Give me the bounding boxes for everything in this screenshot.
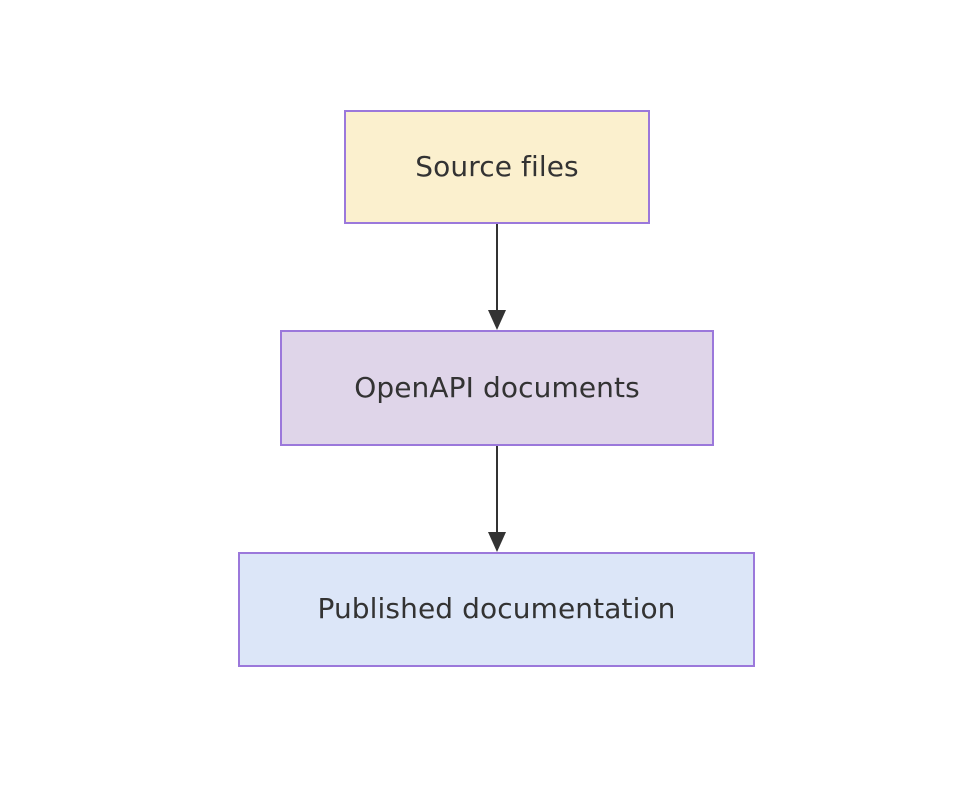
arrowhead-icon [488, 310, 506, 330]
node-label: Source files [415, 149, 579, 183]
node-published-documentation[interactable]: Published documentation [238, 552, 755, 667]
edge-source-to-openapi [488, 224, 506, 330]
arrowhead-icon [488, 532, 506, 552]
node-openapi-documents[interactable]: OpenAPI documents [280, 330, 714, 446]
node-label: OpenAPI documents [354, 370, 640, 404]
node-source-files[interactable]: Source files [344, 110, 650, 224]
edge-openapi-to-published [488, 446, 506, 552]
node-label: Published documentation [317, 592, 676, 626]
